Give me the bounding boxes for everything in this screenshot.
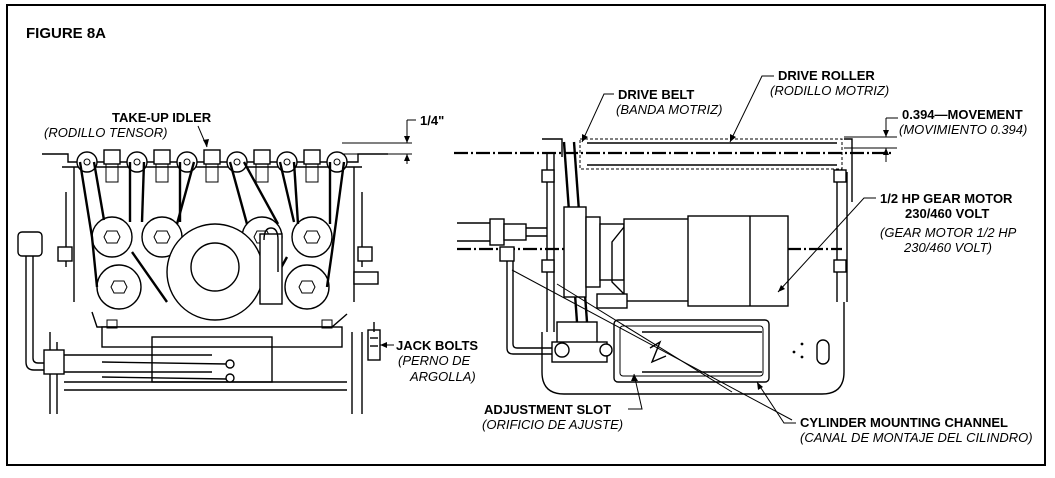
cylinder-channel-label-es: (CANAL DE MONTAJE DEL CILINDRO): [800, 430, 1033, 445]
drive-belt-label: DRIVE BELT: [618, 87, 694, 102]
cylinder-channel-label: CYLINDER MOUNTING CHANNEL: [800, 415, 1008, 430]
figure-frame: FIGURE 8A: [6, 4, 1046, 466]
drive-roller: [579, 138, 843, 170]
movement-dimension: [844, 117, 898, 162]
quarter-inch-dimension: [342, 119, 416, 164]
take-up-idler-label: TAKE-UP IDLER: [112, 110, 212, 125]
movement-label-es: (MOVIMIENTO 0.394): [899, 122, 1027, 137]
drive-roller-label: DRIVE ROLLER: [778, 68, 875, 83]
cylinder-channel-leader: [756, 381, 796, 424]
jack-bolts-label: JACK BOLTS: [396, 338, 478, 353]
left-end-view: [17, 149, 388, 414]
drive-belt-label-es: (BANDA MOTRIZ): [616, 102, 722, 117]
jack-bolt: [367, 329, 381, 361]
drive-belt-leader: [581, 93, 614, 143]
drive-roller-label-es: (RODILLO MOTRIZ): [770, 83, 889, 98]
quarter-inch-label: 1/4": [420, 113, 444, 128]
gear-motor-label-es-2: 230/460 VOLT): [903, 240, 992, 255]
take-up-idler-label-es: (RODILLO TENSOR): [44, 125, 168, 140]
gear-motor: [596, 215, 789, 309]
jack-bolts-label-es-2: ARGOLLA): [409, 369, 476, 384]
belts: [78, 161, 346, 303]
lower-pulleys: [96, 264, 330, 310]
movement-label: 0.394—MOVEMENT: [902, 107, 1023, 122]
jack-bolts-label-es-1: (PERNO DE: [398, 353, 471, 368]
right-side-view: [454, 138, 892, 421]
cylinder-mounting-channel: [613, 319, 770, 383]
gear-motor-leader: [777, 197, 876, 293]
drive-roller-leader: [729, 75, 774, 143]
gear-motor-label-2: 230/460 VOLT: [905, 206, 989, 221]
adjustment-slot-label-es: (ORIFICIO DE AJUSTE): [482, 417, 623, 432]
figure-title: FIGURE 8A: [26, 25, 106, 42]
adjustment-slot-label: ADJUSTMENT SLOT: [484, 402, 611, 417]
take-up-idlers: [103, 149, 321, 183]
figure-8a-drawing: FIGURE 8A: [17, 25, 1033, 445]
adjustment-slot-leader: [628, 373, 643, 410]
gear-motor-label-es-1: (GEAR MOTOR 1/2 HP: [880, 225, 1017, 240]
gear-motor-label-1: 1/2 HP GEAR MOTOR: [880, 191, 1013, 206]
